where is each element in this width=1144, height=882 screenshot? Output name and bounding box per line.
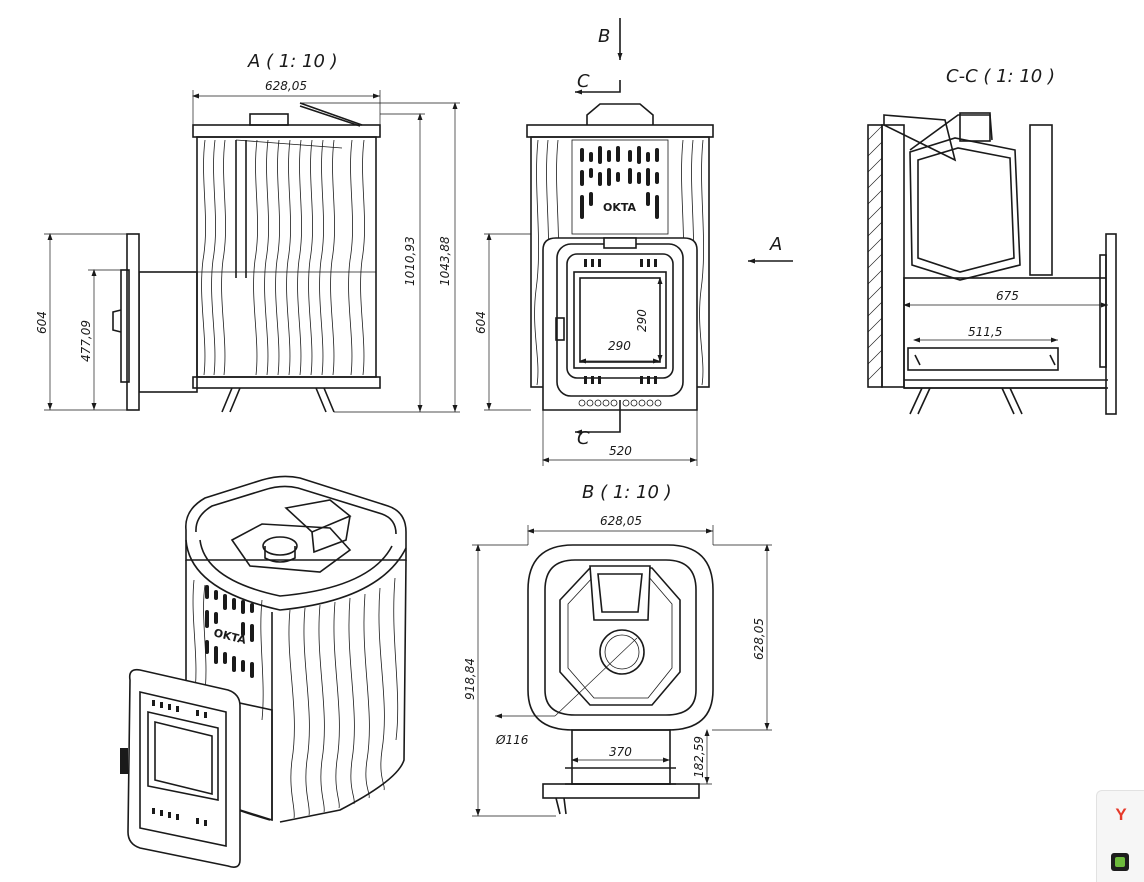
dim-b-370: 370 <box>609 745 632 759</box>
dim-a-604: 604 <box>35 311 49 334</box>
dim-front-290h: 290 <box>635 309 649 332</box>
label-arrow-b: B <box>598 26 610 47</box>
dim-b-182: 182,59 <box>692 736 706 778</box>
dim-b-918: 918,84 <box>463 658 477 700</box>
view-isometric: OKTA <box>120 475 407 868</box>
dim-a-h2: 1043,88 <box>438 236 452 286</box>
dim-a-width: 628,05 <box>265 79 307 93</box>
dim-front-604: 604 <box>474 311 488 334</box>
view-front: B C OKTA <box>474 18 793 466</box>
dim-b-dia: Ø116 <box>495 733 529 747</box>
dim-front-520: 520 <box>609 444 632 458</box>
view-section-cc: C-C ( 1: 10 ) 675 511,5 <box>867 66 1117 415</box>
section-title: C-C ( 1: 10 ) <box>946 66 1055 87</box>
front-logo: OKTA <box>603 201 637 214</box>
view-a-title: A ( 1: 10 ) <box>247 51 338 72</box>
dim-b-width: 628,05 <box>600 514 642 528</box>
yandex-icon[interactable]: Y <box>1115 805 1127 824</box>
dim-b-height: 628,05 <box>752 618 766 660</box>
label-cut-c-bottom: C <box>577 428 590 449</box>
extension-icon[interactable] <box>1111 853 1129 871</box>
view-b-title: B ( 1: 10 ) <box>582 482 672 503</box>
label-cut-c-top: C <box>577 71 590 92</box>
view-b-top: B ( 1: 10 ) Ø116 628,05 628,05 918,84 18… <box>463 482 772 817</box>
dim-a-h1: 1010,93 <box>403 236 417 286</box>
label-arrow-a: A <box>769 234 782 255</box>
dim-section-511: 511,5 <box>968 325 1002 339</box>
dim-front-290w: 290 <box>608 339 631 353</box>
browser-side-widget: Y <box>1096 790 1144 882</box>
dim-a-477: 477,09 <box>79 320 93 362</box>
dim-section-675: 675 <box>996 289 1019 303</box>
view-a-side: A ( 1: 10 ) <box>35 51 460 413</box>
